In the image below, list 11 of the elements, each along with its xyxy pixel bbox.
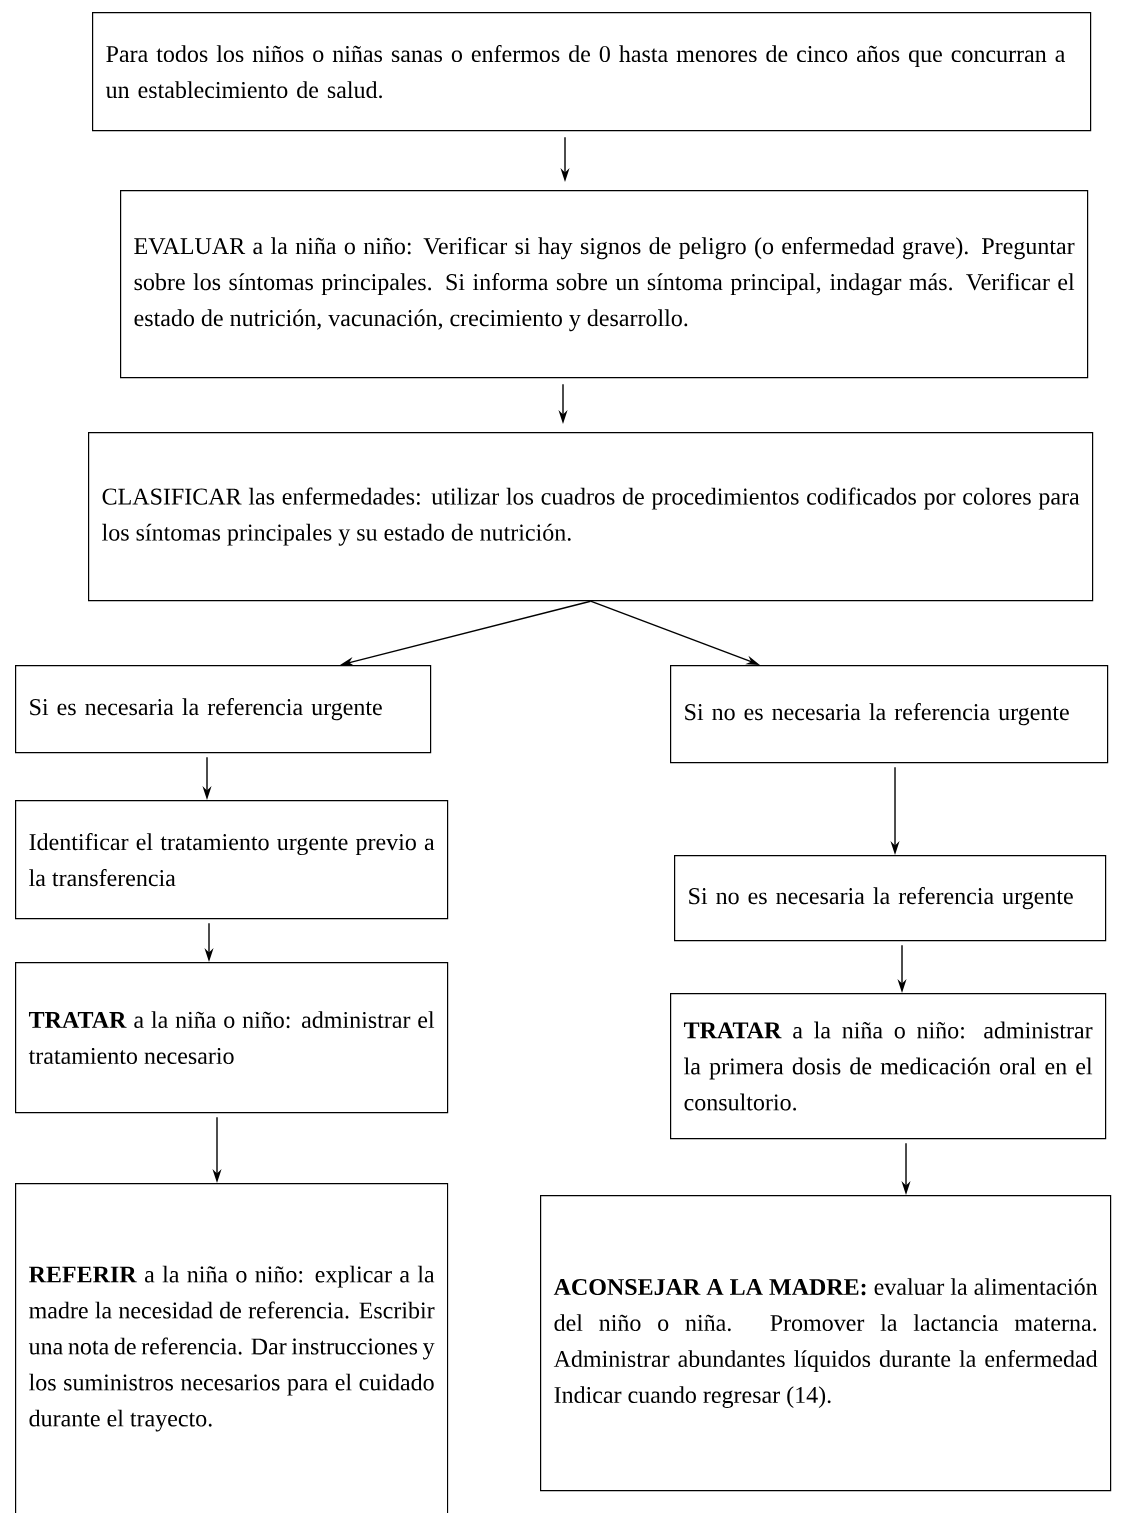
process-box: EVALUAR a la niña o niño: Verificar si hay signos de peligro (o enfermedad grave). Preguntar sobre los síntomas principales. Si informa sobre un síntoma principal, indagar más. Verificar el estado de nutrición, vacunación, crecimiento y desarrollo. bbox=[120, 190, 1089, 379]
process-box: TRATAR a la niña o niño: administrar el tratamiento necesario bbox=[15, 962, 449, 1114]
process-box: Si no es necesaria la referencia urgente bbox=[674, 855, 1107, 942]
process-box: REFERIR a la niña o niño: explicar a la madre la necesidad de referencia. Escribir una nota de referencia. Dar instrucciones y los suministros necesarios para el cuidado durante el trayecto. bbox=[15, 1183, 449, 1513]
process-box: Identificar el tratamiento urgente previo a la transferencia bbox=[15, 800, 449, 920]
process-box: CLASIFICAR las enfermedades: utilizar los cuadros de procedimientos codificados por colores para los síntomas principales y su estado de nutrición. bbox=[88, 432, 1094, 602]
process-box: Si no es necesaria la referencia urgente bbox=[670, 665, 1109, 764]
process-box: Para todos los niños o niñas sanas o enfermos de 0 hasta menores de cinco años que concurran a un establecimiento de salud. bbox=[92, 12, 1092, 132]
process-box: Si es necesaria la referencia urgente bbox=[15, 665, 432, 754]
process-box: ACONSEJAR A LA MADRE: evaluar la alimentación del niño o niña. Promover la lactancia materna. Administrar abundantes líquidos durante la enfermedad Indicar cuando regresar (14). bbox=[540, 1195, 1112, 1492]
process-box: TRATAR a la niña o niño: administrar la primera dosis de medicación oral en el consultorio. bbox=[670, 993, 1107, 1140]
